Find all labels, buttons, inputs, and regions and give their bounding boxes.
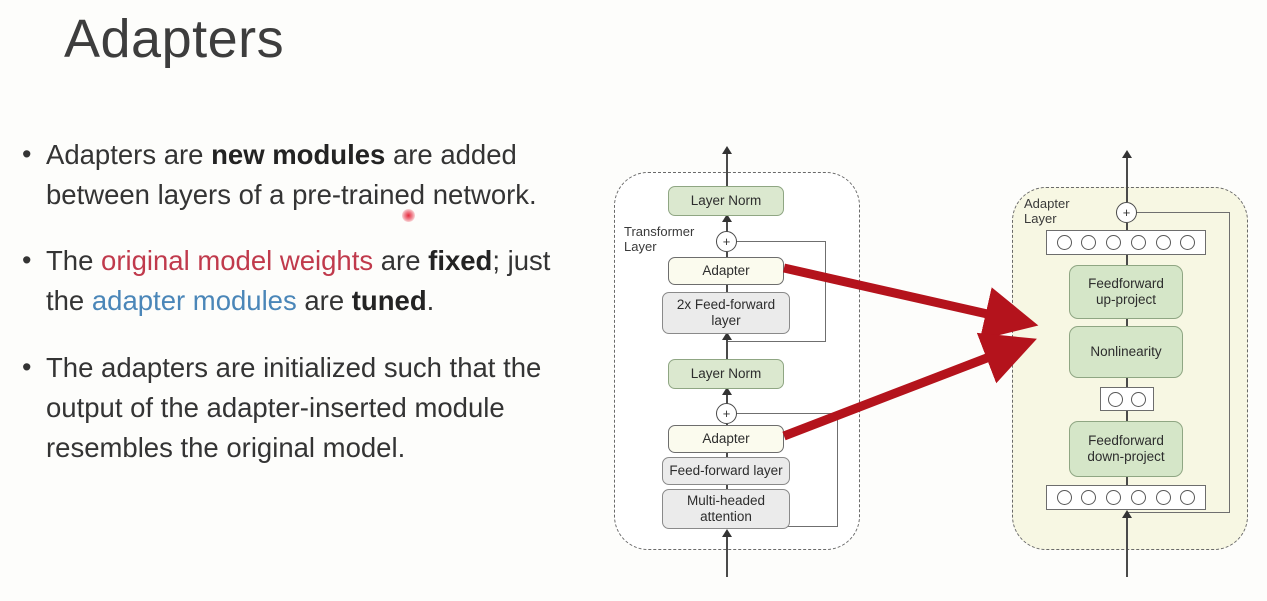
transformer-input-line xyxy=(726,531,728,577)
neuron xyxy=(1106,235,1122,250)
line-ln-bottom-to-add xyxy=(726,389,728,405)
neuron xyxy=(1130,235,1146,250)
neuron xyxy=(1108,391,1124,407)
bullet-marker: • xyxy=(22,139,32,169)
bullet-1-part-2-bold: new modules xyxy=(211,139,386,170)
bullet-2-part-3: are xyxy=(373,245,429,277)
line-ffup-to-nonlinearity xyxy=(1126,319,1128,327)
line-adapter-to-ff2x xyxy=(726,285,728,293)
bullet-1-text: Adapters are new modules are added betwe… xyxy=(46,139,537,210)
node-feed-forward-layer[interactable]: Feed-forward layer xyxy=(662,457,790,485)
bullet-2-tuned-bold: tuned xyxy=(351,285,427,317)
bullet-1-part-3: are added between layers of a pre-traine… xyxy=(46,139,537,211)
node-adapter-bottom[interactable]: Adapter xyxy=(668,425,784,453)
bullet-2-text: The original model weights are fixed; ju… xyxy=(46,245,550,316)
adapter-residual-connection xyxy=(1126,212,1230,513)
line-add-to-neurons-top xyxy=(1126,223,1128,233)
list-item: • The adapters are initialized such that… xyxy=(16,348,596,468)
adapter-add-node[interactable]: + xyxy=(1116,202,1137,223)
arrow-ln-top xyxy=(722,214,732,222)
node-feedforward-down-project[interactable]: Feedforward down-project xyxy=(1069,421,1183,477)
line-add-to-adapter-top xyxy=(726,252,728,260)
neuron xyxy=(1106,490,1122,505)
transformer-output-line xyxy=(726,148,728,186)
node-feedforward-up-project[interactable]: Feedforward up-project xyxy=(1069,265,1183,319)
line-neurons-mid-to-ffdown xyxy=(1126,411,1128,423)
neuron xyxy=(1056,490,1072,505)
neuron-row-bottom xyxy=(1046,485,1206,510)
node-adapter-top[interactable]: Adapter xyxy=(668,257,784,285)
page-title: Adapters xyxy=(64,9,285,69)
node-layer-norm-bottom[interactable]: Layer Norm xyxy=(668,359,784,389)
node-mha-line2: attention xyxy=(700,509,752,524)
node-multi-headed-attention[interactable]: Multi-headed attention xyxy=(662,489,790,529)
neuron-row-middle xyxy=(1100,387,1154,411)
transformer-input-arrowhead xyxy=(722,529,732,537)
bullet-3-text: The adapters are initialized such that t… xyxy=(46,351,542,463)
line-ffdown-to-neurons-bottom xyxy=(1126,477,1128,487)
bullet-list: • Adapters are new modules are added bet… xyxy=(16,135,596,494)
neuron xyxy=(1130,490,1146,505)
line-ff2x-to-ln-bottom xyxy=(726,334,728,360)
arrow-ff2x-in xyxy=(722,332,732,340)
node-layer-norm-top[interactable]: Layer Norm xyxy=(668,186,784,216)
neuron xyxy=(1081,235,1097,250)
adapter-layer-label: Adapter Layer xyxy=(1024,196,1070,227)
bullet-1-part-1: Adapters are xyxy=(46,139,212,170)
node-mha-line1: Multi-headed xyxy=(686,493,766,509)
node-nonlinearity[interactable]: Nonlinearity xyxy=(1069,326,1183,378)
neuron xyxy=(1155,235,1171,250)
bullet-2-part-9: . xyxy=(426,285,435,317)
neuron xyxy=(1056,235,1072,250)
neuron xyxy=(1130,391,1146,407)
bullet-2-original-model-weights: original model weights xyxy=(101,245,374,277)
bullet-marker: • xyxy=(22,245,32,276)
neuron xyxy=(1155,490,1171,505)
transformer-output-arrowhead xyxy=(722,146,732,154)
node-ffup-line2: up-project xyxy=(1095,292,1157,307)
node-ffdown-line2: down-project xyxy=(1087,449,1165,464)
line-adapter-to-ff xyxy=(726,453,728,459)
adapter-architecture-diagram: Transformer Layer Layer Norm + Adapter 2… xyxy=(600,0,1267,601)
adapter-output-arrowhead xyxy=(1122,150,1132,158)
add-node-top[interactable]: + xyxy=(716,231,737,252)
neuron xyxy=(1180,235,1196,250)
bullet-2-part-5: ; just the xyxy=(46,245,551,317)
node-feed-forward-2x-line1: 2x Feed-forward xyxy=(676,297,776,313)
node-ffup-line1: Feedforward xyxy=(1088,276,1164,292)
bullet-2-part-1: The xyxy=(46,245,102,277)
node-ffdown-line1: Feedforward xyxy=(1088,433,1164,449)
node-feed-forward-2x-line2: layer xyxy=(711,313,741,328)
transformer-layer-label: Transformer Layer xyxy=(624,224,695,255)
node-feed-forward-2x[interactable]: 2x Feed-forward layer xyxy=(662,292,790,334)
bullet-2-adapter-modules: adapter modules xyxy=(91,285,297,317)
line-ln-top-to-add xyxy=(726,216,728,232)
arrow-ln-bottom xyxy=(722,387,732,395)
adapter-input-line xyxy=(1126,512,1128,577)
line-ff-to-mha xyxy=(726,485,728,491)
list-item: • The original model weights are fixed; … xyxy=(16,241,596,321)
bullet-marker: • xyxy=(22,351,32,382)
list-item: • Adapters are new modules are added bet… xyxy=(16,135,596,215)
neuron xyxy=(1180,490,1196,505)
line-nonlinearity-to-neurons-mid xyxy=(1126,378,1128,388)
bullet-2-part-7: are xyxy=(296,285,352,317)
bullet-2-fixed-bold: fixed xyxy=(428,245,493,277)
neuron-row-top xyxy=(1046,230,1206,255)
neuron xyxy=(1081,490,1097,505)
adapter-input-arrowhead xyxy=(1122,510,1132,518)
adapter-output-line xyxy=(1126,152,1128,202)
add-node-bottom[interactable]: + xyxy=(716,403,737,424)
line-neurons-top-to-ffup xyxy=(1126,255,1128,267)
